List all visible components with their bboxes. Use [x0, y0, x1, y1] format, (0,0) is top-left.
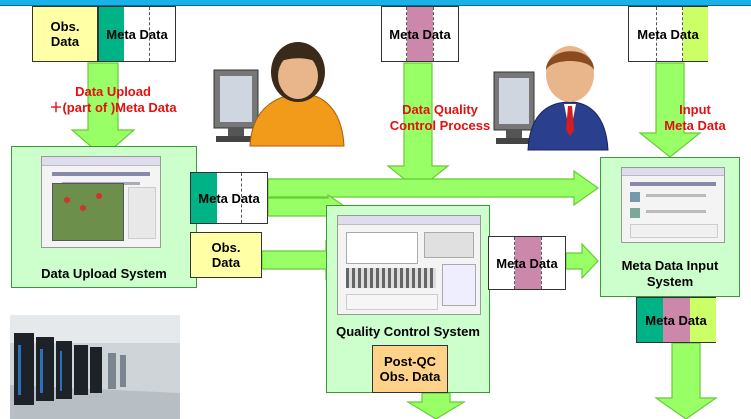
qc-process-annotation: Data Quality Control Process: [389, 102, 491, 133]
meta-data-label: Meta Data: [198, 190, 260, 206]
meta-divider: [656, 7, 657, 61]
meta-data-label: Meta Data: [496, 255, 558, 271]
meta-data-label: Meta Data: [645, 312, 707, 328]
meta-divider: [149, 7, 150, 61]
meta-data-input-system-box: Meta Data Input System: [600, 157, 740, 297]
meta-stripe-lime: [690, 298, 716, 342]
top-banner: [0, 0, 751, 6]
upload-obs-data-box: Obs. Data: [190, 232, 262, 278]
server-room-photo: [10, 315, 180, 419]
meta-data-label: Meta Data: [637, 26, 699, 42]
meta-stripe-lime: [683, 7, 708, 61]
qc-screenshot: [337, 215, 481, 315]
top-right-meta-data-box: Meta Data: [628, 6, 708, 62]
meta-divider: [433, 7, 434, 61]
user-male-icon: [493, 46, 609, 151]
meta-data-label: Meta Data: [106, 26, 168, 42]
top-obs-data-box: Obs. Data: [32, 6, 98, 62]
arrow-meta-input-down: [654, 342, 718, 419]
meta-data-input-system-label: Meta Data Input System: [621, 258, 719, 289]
quality-control-system-label: Quality Control System: [336, 324, 480, 339]
meta-stripe-pink: [663, 298, 690, 342]
top-left-meta-data-box: Meta Data: [98, 6, 176, 62]
data-upload-annotation: Data Upload ＋(part of )Meta Data: [49, 84, 177, 115]
meta-divider: [241, 173, 242, 223]
upload-meta-data-box: Meta Data: [190, 172, 268, 224]
data-upload-screenshot: [41, 156, 161, 248]
meta-stripe-green: [637, 298, 663, 342]
user-female-icon: [213, 42, 345, 147]
meta-divider: [682, 7, 683, 61]
arrow-to-upload: [70, 62, 136, 158]
meta-data-label: Meta Data: [389, 26, 451, 42]
input-meta-annotation: Input Meta Data: [664, 102, 726, 133]
arrow-to-meta-input: [638, 62, 702, 158]
meta-stripe-green: [191, 173, 217, 223]
combined-meta-data-box: Meta Data: [636, 297, 716, 343]
meta-divider: [514, 237, 515, 289]
meta-divider: [406, 7, 407, 61]
meta-stripe-pink: [515, 237, 541, 289]
qc-meta-data-box: Meta Data: [488, 236, 566, 290]
arrow-upload-meta-to-meta-input: [267, 169, 600, 207]
meta-stripe-green: [99, 7, 124, 61]
data-upload-system-box: Data Upload System: [11, 146, 197, 288]
top-center-meta-data-box: Meta Data: [381, 6, 459, 62]
meta-stripe-pink: [407, 7, 433, 61]
arrow-qc-meta-to-meta-input: [565, 242, 599, 280]
post-qc-obs-data-box: Post-QC Obs. Data: [372, 345, 448, 393]
meta-divider: [541, 237, 542, 289]
data-upload-system-label: Data Upload System: [41, 266, 167, 281]
arrow-to-qc: [386, 62, 450, 191]
meta-input-screenshot: [621, 167, 725, 243]
arrow-post-qc-down: [405, 392, 467, 419]
